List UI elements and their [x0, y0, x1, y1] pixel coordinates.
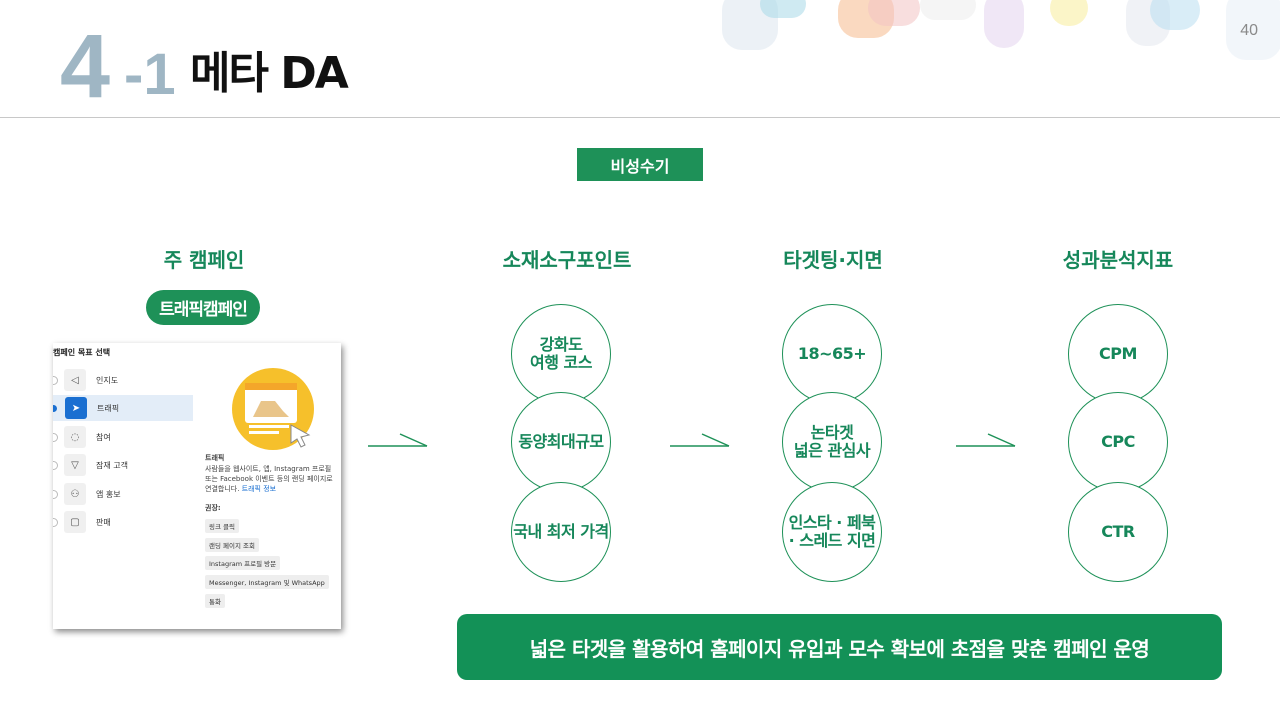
objective-label: 인지도: [96, 375, 119, 385]
detail-description-text: 사람들을 웹사이트, 앱, Instagram 프로필 또는 Facebook …: [205, 465, 333, 493]
detail-info-link[interactable]: 트래픽 정보: [241, 485, 277, 493]
traffic-illustration-icon: [232, 368, 314, 450]
metric-circle: CPM: [1068, 304, 1168, 404]
radio-button[interactable]: [53, 517, 58, 527]
decor-blob: [984, 0, 1024, 48]
detail-title: 트래픽: [205, 454, 225, 462]
page-number: 40: [1240, 22, 1258, 39]
targeting-circle: 인스타 · 페북 · 스레드 지면: [782, 482, 882, 582]
campaign-column-title: 주 캠페인: [163, 248, 245, 272]
targeting-circle: 논타겟 넓은 관심사: [782, 392, 882, 492]
decor-blob: [760, 0, 806, 18]
circle-label: CPC: [1101, 432, 1135, 451]
objective-option-engagement[interactable]: ◌ 참여: [53, 424, 193, 450]
circle-label: CPM: [1099, 344, 1137, 363]
summary-banner: 넓은 타겟을 활용하여 홈페이지 유입과 모수 확보에 초점을 맞춘 캠페인 운…: [457, 614, 1222, 680]
objective-option-traffic[interactable]: ➤ 트래픽: [53, 395, 193, 421]
circle-label: 강화도 여행 코스: [530, 335, 592, 372]
decor-blob: [920, 0, 976, 20]
recommend-chip: 랜딩 페이지 조회: [205, 538, 259, 552]
objective-option-sales[interactable]: ▢ 판매: [53, 509, 193, 535]
filter-icon: ▽: [64, 454, 86, 476]
decor-blob: [868, 0, 920, 26]
objective-label: 잠재 고객: [96, 460, 128, 470]
circle-label: 국내 최저 가격: [513, 522, 609, 541]
recommend-label: 권장:: [205, 504, 221, 512]
radio-button[interactable]: [53, 375, 58, 385]
objective-label: 판매: [96, 517, 111, 527]
creative-point-circle: 동양최대규모: [511, 392, 611, 492]
recommend-chip: 링크 클릭: [205, 519, 239, 533]
radio-button[interactable]: [53, 432, 58, 442]
flow-arrow-icon: [956, 433, 1016, 447]
section-number: 4: [60, 17, 110, 117]
flow-arrow-icon: [670, 433, 730, 447]
targeting-column-title: 타겟팅·지면: [783, 248, 883, 272]
detail-description: 사람들을 웹사이트, 앱, Instagram 프로필 또는 Facebook …: [205, 464, 339, 494]
season-tag: 비성수기: [577, 148, 703, 181]
chat-icon: ◌: [64, 426, 86, 448]
creative-column-title: 소재소구포인트: [502, 248, 632, 272]
objective-label: 트래픽: [97, 403, 120, 413]
recommend-chip: Instagram 프로필 방문: [205, 556, 281, 570]
metric-circle: CTR: [1068, 482, 1168, 582]
objective-option-app-promotion[interactable]: ⚇ 앱 홍보: [53, 481, 193, 507]
header-divider: [0, 117, 1280, 118]
megaphone-icon: ◁: [64, 369, 86, 391]
decor-blob: [1226, 0, 1280, 60]
creative-point-circle: 강화도 여행 코스: [511, 304, 611, 404]
circle-label: 인스타 · 페북 · 스레드 지면: [788, 513, 876, 550]
page-title: 메타 DA: [190, 48, 349, 99]
circle-label: CTR: [1101, 522, 1135, 541]
section-sub-number: -1: [124, 42, 176, 107]
radio-button-selected[interactable]: [53, 404, 57, 412]
creative-point-circle: 국내 최저 가격: [511, 482, 611, 582]
circle-label: 논타겟 넓은 관심사: [793, 423, 871, 460]
objective-dialog-title: 캠페인 목표 선택: [53, 348, 111, 357]
objective-option-leads[interactable]: ▽ 잠재 고객: [53, 452, 193, 478]
campaign-objective-screenshot: 캠페인 목표 선택 ◁ 인지도 ➤ 트래픽 ◌ 참여 ▽ 잠재 고객 ⚇ 앱 홍…: [53, 343, 341, 629]
circle-label: 동양최대규모: [518, 432, 604, 451]
targeting-circle: 18~65+: [782, 304, 882, 404]
decor-blob: [1150, 0, 1200, 30]
radio-button[interactable]: [53, 489, 58, 499]
decor-blob: [1050, 0, 1088, 26]
recommend-chip: Messenger, Instagram 및 WhatsApp: [205, 575, 329, 589]
campaign-type-pill: 트래픽캠페인: [146, 290, 260, 325]
objective-label: 참여: [96, 432, 111, 442]
metric-circle: CPC: [1068, 392, 1168, 492]
circle-label: 18~65+: [797, 344, 867, 363]
recommend-chip: 통화: [205, 594, 225, 608]
people-icon: ⚇: [64, 483, 86, 505]
objective-label: 앱 홍보: [96, 489, 121, 499]
cursor-icon: ➤: [65, 397, 87, 419]
radio-button[interactable]: [53, 460, 58, 470]
flow-arrow-icon: [368, 433, 428, 447]
metrics-column-title: 성과분석지표: [1062, 248, 1174, 272]
objective-option-awareness[interactable]: ◁ 인지도: [53, 367, 193, 393]
bag-icon: ▢: [64, 511, 86, 533]
